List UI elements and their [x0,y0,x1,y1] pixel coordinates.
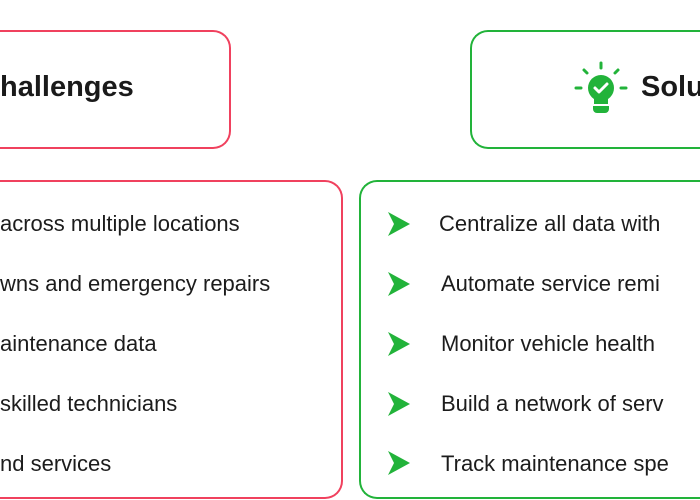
challenges-header-box [0,30,231,149]
lightbulb-check-icon [574,61,628,113]
solutions-list-box [359,180,700,499]
challenges-list-box [0,180,343,499]
arrow-right-icon [388,451,410,475]
solution-item: Automate service remi [441,271,660,296]
solution-item: Monitor vehicle health [441,331,656,356]
arrow-right-icon [388,392,410,416]
arrow-right-icon [388,212,410,236]
challenge-item: nd services [0,451,112,476]
solution-item: Build a network of serv [441,391,664,416]
solution-item: Track maintenance spe [441,451,669,476]
challenge-item: aintenance data [0,331,157,356]
solutions-title: Solu [641,71,700,103]
solutions-header-box [470,30,700,149]
challenge-item: wns and emergency repairs [0,271,271,296]
arrow-right-icon [388,272,410,296]
challenge-item: skilled technicians [0,391,178,416]
challenges-title: hallenges [0,71,134,103]
solution-item: Centralize all data with [439,211,661,236]
arrow-right-icon [388,332,410,356]
challenge-item: across multiple locations [0,211,240,236]
